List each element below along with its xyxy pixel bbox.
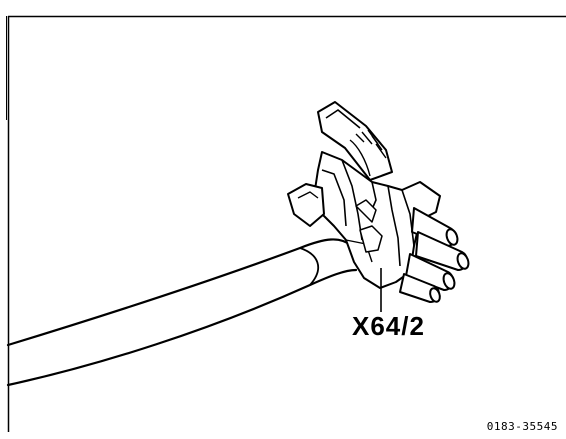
connector-callout-label: X64/2 xyxy=(352,311,425,341)
figure-reference-number: 0183-35545 xyxy=(486,420,558,433)
latch-tab xyxy=(317,101,393,181)
cable xyxy=(6,238,358,387)
wire-terminals xyxy=(399,207,470,303)
